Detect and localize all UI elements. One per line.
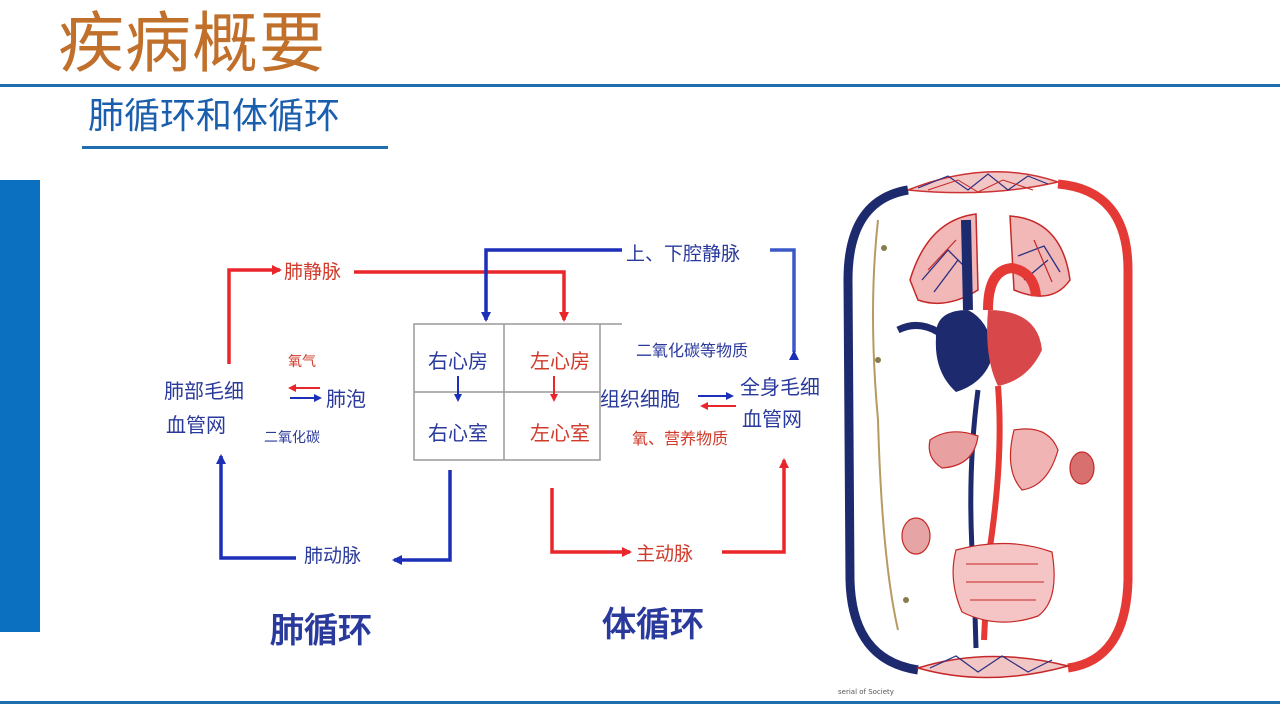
pulmonary-artery-arrow-b <box>216 454 296 560</box>
illustration-credit: serial of Society <box>838 688 894 696</box>
venae-cavae-label: 上、下腔静脉 <box>626 243 740 265</box>
heart-chamber-grid <box>413 323 622 461</box>
pulmonary-artery-arrow-a <box>392 470 452 565</box>
abdominal-organs <box>901 428 1095 623</box>
lower-capillary-bed <box>915 655 1071 679</box>
alveoli-label: 肺泡 <box>326 387 366 411</box>
venae-cavae-arrow-a <box>770 248 799 360</box>
node-dot <box>881 245 887 251</box>
subtitle-underline <box>82 146 388 149</box>
nerve-line <box>872 219 899 631</box>
pulmonary-vein-label: 肺静脉 <box>284 261 341 283</box>
anatomy-illustration: serial of Society <box>838 171 1133 696</box>
page-title: 疾病概要 <box>58 5 326 82</box>
right-atrium-label: 右心房 <box>428 349 488 373</box>
systemic-circulation-title: 体循环 <box>602 605 704 645</box>
lung-capillaries-label-1: 肺部毛细 <box>164 379 244 403</box>
header-divider <box>0 84 1280 87</box>
venous-return-loop <box>843 185 919 675</box>
left-atrium-label: 左心房 <box>530 349 590 373</box>
node-dot <box>875 357 881 363</box>
footer-divider <box>0 701 1280 704</box>
arterial-outflow-loop <box>1057 179 1133 673</box>
head-capillary-bed <box>907 171 1061 194</box>
carbon-dioxide-label: 二氧化碳 <box>264 430 320 446</box>
pulmonary-artery-label: 肺动脉 <box>304 545 361 567</box>
right-ventricle-label: 右心室 <box>428 421 488 445</box>
co2-etc-label: 二氧化碳等物质 <box>636 341 748 360</box>
node-dot <box>903 597 909 603</box>
left-ventricle-label: 左心室 <box>530 421 590 445</box>
oxygen-label: 氧气 <box>288 354 316 370</box>
tissue-cells-label: 组织细胞 <box>600 387 680 411</box>
pulmonary-vein-arrow-a <box>227 265 282 364</box>
oxygen-nutrients-label: 氧、营养物质 <box>632 429 728 448</box>
side-accent-bar <box>0 180 40 632</box>
aorta-arrow-b <box>722 458 789 554</box>
aorta-label: 主动脉 <box>636 543 693 565</box>
pulmonary-circulation-title: 肺循环 <box>270 611 372 651</box>
aorta-arrow-a <box>550 488 632 557</box>
body-capillaries-label-2: 血管网 <box>742 407 802 431</box>
body-capillaries-label-1: 全身毛细 <box>740 375 820 399</box>
lung-capillaries-label-2: 血管网 <box>166 413 226 437</box>
heart <box>896 219 1042 392</box>
circulation-diagram: 右心房 左心房 右心室 左心室 肺静脉 上、下腔静脉 肺动脉 主动脉 肺部毛细 … <box>164 243 820 651</box>
section-subtitle: 肺循环和体循环 <box>88 96 341 137</box>
pulmonary-vein-arrow-b <box>354 270 569 322</box>
venae-cavae-arrow-b <box>481 248 622 322</box>
